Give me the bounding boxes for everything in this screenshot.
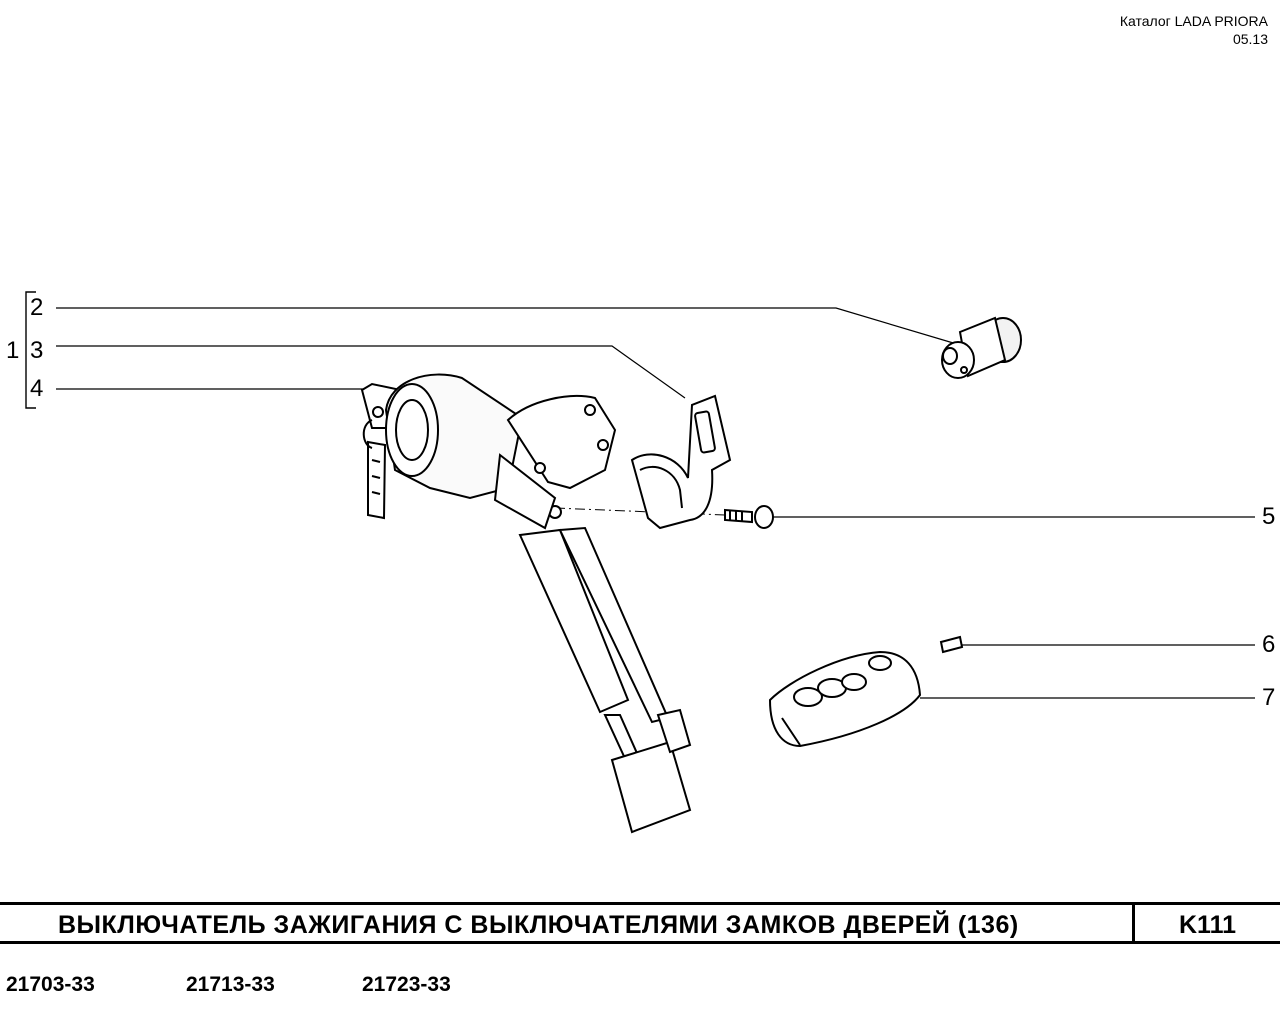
leader-line-2 <box>56 307 961 346</box>
page-code: K111 <box>1178 911 1236 939</box>
mounting-bracket <box>630 394 732 530</box>
ignition-switch-body <box>360 373 692 834</box>
callout-5: 5 <box>1262 503 1276 530</box>
exploded-parts-drawing <box>25 291 1255 834</box>
callout-4: 4 <box>30 375 44 402</box>
callout-7: 7 <box>1262 684 1276 711</box>
model-list: 21703-33 21713-33 21723-33 <box>0 973 1280 1001</box>
callout-1: 1 <box>6 337 20 364</box>
title-divider <box>1132 905 1135 941</box>
page-title: ВЫКЛЮЧАТЕЛЬ ЗАЖИГАНИЯ С ВЫКЛЮЧАТЕЛЯМИ ЗА… <box>58 911 1019 939</box>
key-fob <box>768 650 922 748</box>
catalog-name: Каталог LADA PRIORA <box>1119 13 1268 29</box>
catalog-date: 05.13 <box>1232 31 1268 47</box>
callout-6: 6 <box>1262 631 1276 658</box>
model-code: 21723-33 <box>362 973 451 996</box>
model-code: 21703-33 <box>6 973 95 996</box>
callout-2: 2 <box>30 294 44 321</box>
group-bracket <box>25 291 36 409</box>
model-code: 21713-33 <box>186 973 275 996</box>
lock-cylinder <box>941 316 1022 379</box>
title-bar: ВЫКЛЮЧАТЕЛЬ ЗАЖИГАНИЯ С ВЫКЛЮЧАТЕЛЯМИ ЗА… <box>0 902 1280 944</box>
leader-line-3 <box>56 345 686 399</box>
pin <box>939 635 964 654</box>
callout-3: 3 <box>30 337 44 364</box>
catalog-header: Каталог LADA PRIORA 05.13 <box>1120 12 1268 48</box>
screw <box>724 505 774 529</box>
